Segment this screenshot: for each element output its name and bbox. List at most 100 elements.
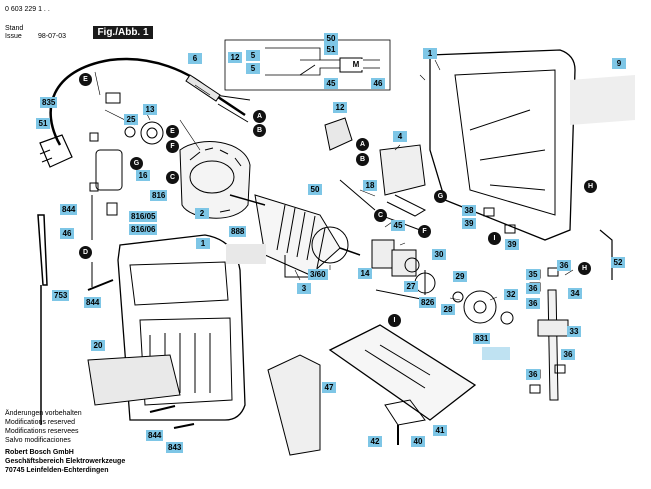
part-label: 826 [419,297,437,308]
housing-left [117,234,246,421]
issue-label: Issue [5,33,22,40]
part-label: 39 [462,218,476,229]
part-label: 5 [246,63,260,74]
footer-line-2: Modifications reserved [5,419,76,426]
part-label: 45 [324,78,338,89]
ref-circle-c: C [374,209,387,222]
part-label: 835 [40,97,58,108]
power-cord [49,57,246,146]
part-label: 27 [404,281,418,292]
part-label: 50 [324,33,338,44]
part-label: 42 [368,436,382,447]
part-label: 40 [411,436,425,447]
clip-mid [89,132,99,142]
ref-circle-e: E [79,73,92,86]
screwdriver [37,214,48,425]
part-label: 844 [146,430,164,441]
cover-20 [87,354,181,406]
guide-14 [371,239,395,269]
ref-circle-d: D [79,246,92,259]
part-label: 3/60 [308,269,328,280]
part-label: 38 [462,205,476,216]
part-label: 844 [60,204,78,215]
part-label: 9 [612,58,626,69]
part-label: 1 [423,48,437,59]
housing-right [429,49,576,241]
brush-holder [106,202,118,216]
part-label: 816 [150,190,168,201]
ref-circle-b: B [356,153,369,166]
figure-label: Fig./Abb. 1 [93,26,153,39]
part-label: 6 [188,53,202,64]
ref-circle-h: H [578,262,591,275]
part-label: 36 [526,298,540,309]
pin-52 [599,229,613,280]
part-label: 45 [391,220,405,231]
part-label: 12 [228,52,242,63]
footer-address: 70745 Leinfelden-Echterdingen [5,467,109,474]
part-label: 30 [432,249,446,260]
highlight-swatch [482,347,510,360]
bearing-13 [140,121,164,145]
part-label: 52 [611,257,625,268]
part-label: 47 [322,382,336,393]
part-label: 816/05 [129,211,158,222]
wiring-inset [224,39,391,91]
ref-circle-h: H [584,180,597,193]
part-label: 4 [393,131,407,142]
ref-circle-g: G [434,190,447,203]
part-label: 50 [308,184,322,195]
stand-label: Stand [5,25,24,32]
cord-end [214,94,251,123]
part-label: 46 [371,78,385,89]
part-label: 36 [526,283,540,294]
plunger-33 [547,289,559,401]
ref-circle-i: I [388,314,401,327]
footer-line-4: Salvo modificaciones [5,437,71,444]
part-label: 35 [526,269,540,280]
part-label: 844 [84,297,102,308]
part-label: 13 [143,104,157,115]
part-label: 12 [333,102,347,113]
part-label: 3 [297,283,311,294]
footer-line-1: Änderungen vorbehalten [5,410,82,417]
part-label: 51 [36,118,50,129]
part-label: 888 [229,226,247,237]
part-label: 41 [433,425,447,436]
part-label: 34 [568,288,582,299]
ref-circle-i: I [488,232,501,245]
part-label: 33 [567,326,581,337]
footer-division: Geschäftsbereich Elektrowerkzeuge [5,458,126,465]
part-label: 831 [473,333,491,344]
part-label: 32 [504,289,518,300]
ref-circle-f: F [418,225,431,238]
label-888 [226,244,266,264]
ref-circle-f: F [166,140,179,153]
part-label: 46 [60,228,74,239]
part-label: 16 [136,170,150,181]
footer-company: Robert Bosch GmbH [5,449,74,456]
grip-47 [267,354,321,456]
part-label: 36 [557,260,571,271]
ref-circle-b: B [253,124,266,137]
part-label: 2 [195,208,209,219]
stand-date: 98-07-03 [38,33,67,40]
doc-number: 0 603 229 1 . . [5,6,50,13]
part-label: 29 [453,271,467,282]
ref-circle-a: A [356,138,369,151]
field-coil [179,141,251,219]
clip-low [89,182,99,192]
part-label: 5 [246,50,260,61]
plug [39,134,73,168]
part-label: 14 [358,268,372,279]
plate-9 [570,75,635,125]
part-label: 20 [91,340,105,351]
part-label: 28 [441,304,455,315]
part-label: 843 [166,442,184,453]
part-label: 816/06 [129,224,158,235]
ref-circle-g: G [130,157,143,170]
ref-circle-e: E [166,125,179,138]
motor-symbol-label: M [349,59,363,70]
part-label: 753 [52,290,70,301]
